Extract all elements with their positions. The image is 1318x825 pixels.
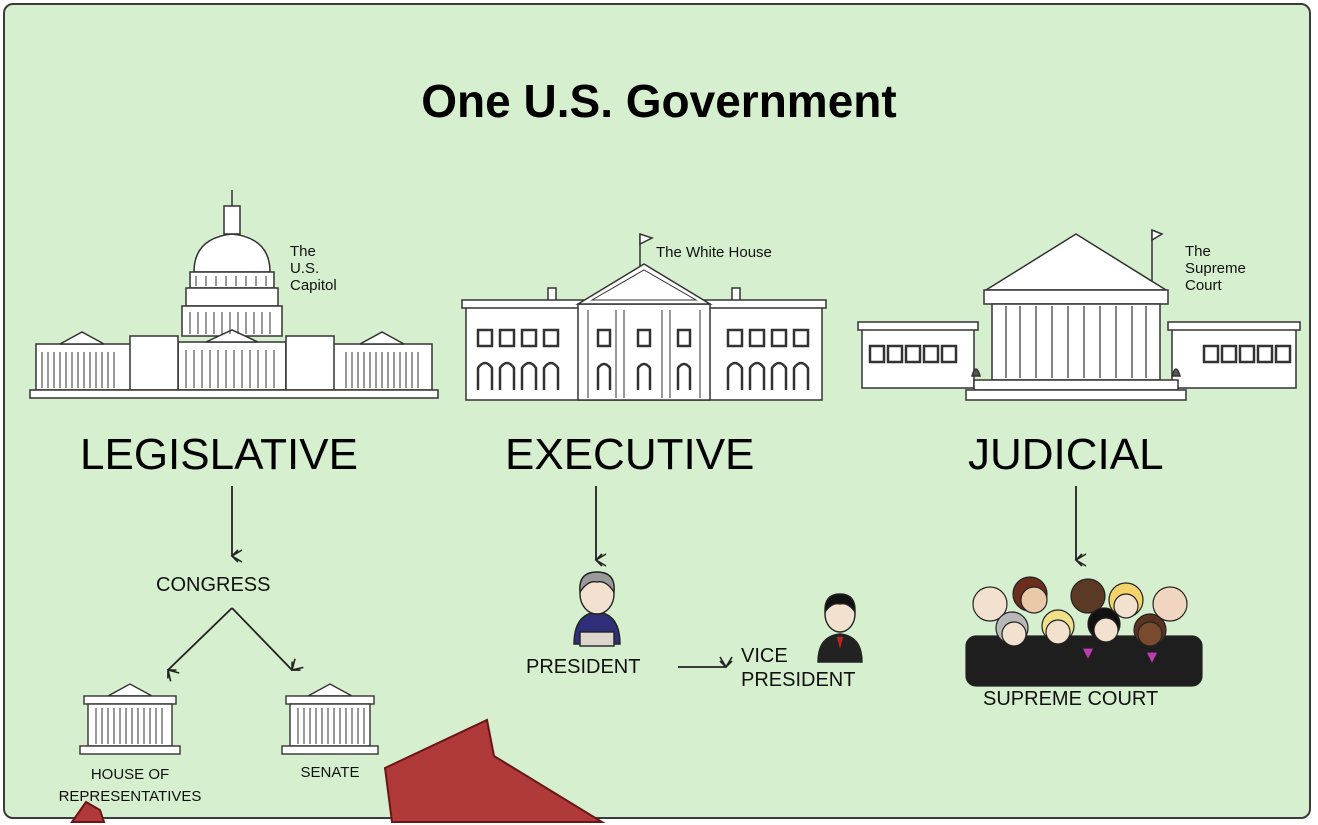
vice-president-figure-icon [817,593,863,663]
justices-group-icon [965,576,1203,687]
supreme-court-building-label: The Supreme Court [1185,243,1246,294]
overlay-pointer-arrow-2 [70,800,106,823]
capitol-building-icon [29,190,439,399]
president-figure-icon [573,571,621,647]
house-label-line: REPRESENTATIVES [58,788,202,805]
congress-label: CONGRESS [156,574,271,596]
flow-arrows [166,486,1087,682]
judicial-heading: JUDICIAL [968,430,1164,479]
capitol-label-line: U.S. [290,260,320,277]
white-house-icon [461,232,827,401]
house-label: HOUSE OF REPRESENTATIVES [10,764,250,808]
court-label-line: The [1185,243,1211,260]
executive-heading: EXECUTIVE [505,430,755,479]
supreme-court-icon [857,228,1301,401]
house-label-line: HOUSE OF [90,766,170,783]
vice-president-label-line: VICE [741,645,788,667]
capitol-label: The U.S. Capitol [290,243,337,294]
page-title: One U.S. Government [421,75,897,127]
court-label-line: Supreme [1185,260,1246,277]
president-label: PRESIDENT [526,656,641,678]
vice-president-label-line: PRESIDENT [741,669,856,691]
senate-building-icon [281,683,379,755]
white-house-label: The White House [656,244,772,261]
house-building-icon [79,683,181,755]
vice-president-label: VICE PRESIDENT [741,644,855,692]
capitol-label-line: The [290,243,316,260]
overlay-pointer-arrow [383,718,606,823]
legislative-heading: LEGISLATIVE [80,430,358,479]
supreme-court-label: SUPREME COURT [983,688,1159,710]
senate-label: SENATE [300,764,360,781]
capitol-label-line: Capitol [290,277,337,294]
court-label-line: Court [1185,277,1222,294]
